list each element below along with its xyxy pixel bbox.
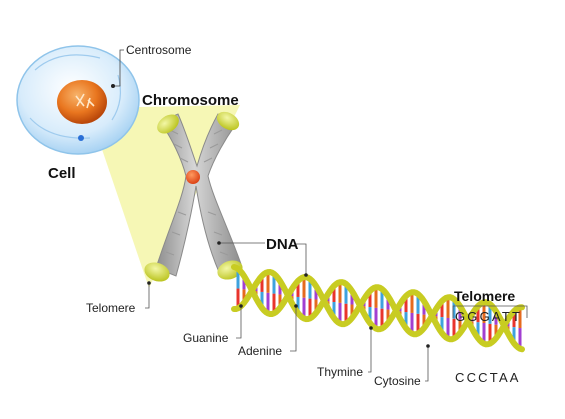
sequence-top: GGGATT [455, 309, 523, 324]
chromosome-illustration [144, 111, 243, 282]
leader-lines [145, 242, 528, 382]
label-centrosome: Centrosome [126, 43, 192, 57]
leader-dots [147, 241, 430, 348]
dna-backbone-strand-2 [231, 268, 525, 353]
dna-leader-vertical [296, 243, 307, 275]
label-cell: Cell [48, 165, 76, 182]
label-guanine: Guanine [183, 331, 229, 345]
label-cytosine: Cytosine [374, 374, 421, 388]
guanine-leader [236, 306, 242, 339]
label-dna: DNA [266, 236, 299, 253]
centrosome-leader [113, 49, 124, 87]
telomere-bracket [452, 305, 528, 318]
label-telomere-left: Telomere [86, 301, 136, 315]
telomere-left-leader [145, 283, 150, 309]
cytosine-leader [425, 346, 429, 382]
dna-backbone-strand-1 [231, 264, 525, 348]
label-chromosome: Chromosome [142, 92, 239, 109]
cell-illustration [16, 45, 140, 155]
sequence-bottom: CCCTAA [455, 370, 521, 385]
label-telomere-right: Telomere [454, 288, 516, 304]
label-adenine: Adenine [238, 344, 283, 358]
adenine-leader [290, 306, 297, 352]
dna-double-helix [231, 264, 525, 353]
centrosome-dot [78, 135, 84, 141]
thymine-leader [368, 328, 372, 373]
label-thymine: Thymine [317, 365, 364, 379]
